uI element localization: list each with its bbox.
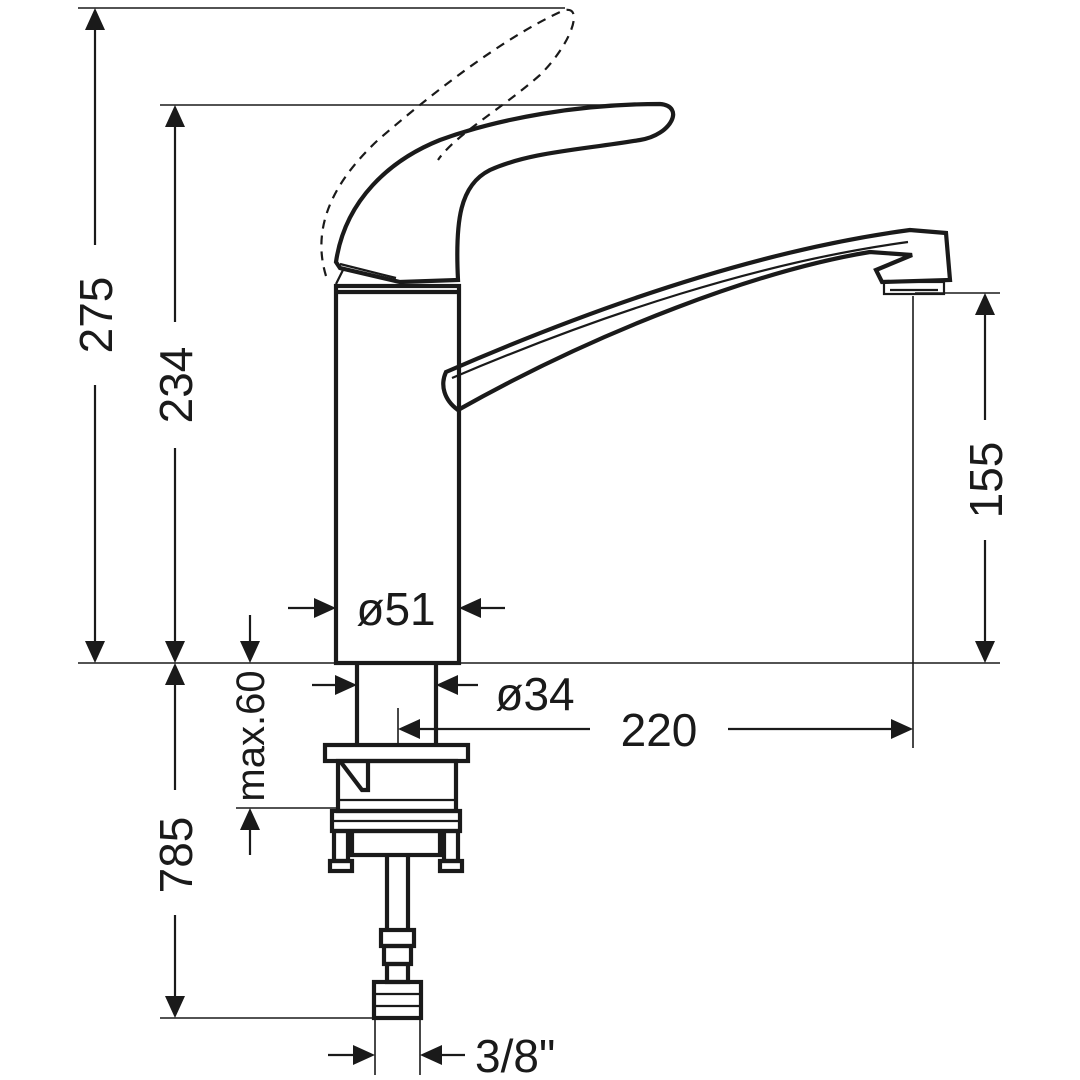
dimension-spout-clearance: 155: [960, 293, 1012, 663]
fixing-nut: [327, 808, 465, 874]
dimension-total-height: 275: [70, 8, 122, 663]
dimension-hose-length: 785: [150, 663, 202, 1018]
reference-lines: [78, 7, 1000, 1075]
aerator: [882, 280, 946, 296]
supply-hose: [371, 855, 424, 1021]
body-cylinder: [333, 283, 462, 666]
dimension-max-deck-thickness: max.60: [229, 615, 273, 855]
spout: [441, 227, 953, 413]
dimension-spout-reach: 220: [397, 704, 913, 756]
handle-lever: [333, 101, 676, 285]
dimension-body-diameter: ø51: [288, 583, 505, 635]
dimension-shank-diameter: ø34: [312, 668, 575, 720]
total-height-label: 275: [70, 277, 122, 354]
max-deck-thickness-label: max.60: [229, 670, 273, 801]
spout-reach-label: 220: [621, 704, 698, 756]
handle-raised-dashed: [320, 8, 575, 277]
shank: [354, 663, 439, 745]
shank-diameter-label: ø34: [495, 668, 574, 720]
handle-height-label: 234: [150, 347, 202, 424]
faucet-body: [333, 283, 462, 666]
mounting-plate: [322, 742, 471, 814]
connection-thread-label: 3/8": [475, 1030, 555, 1080]
spout-clearance-label: 155: [960, 442, 1012, 519]
hose-nut: [371, 979, 424, 1021]
dimension-handle-height: 234: [150, 105, 202, 663]
handle-base-wedge: [335, 262, 397, 285]
dimension-connection-thread: 3/8": [328, 1030, 555, 1080]
hose-length-label: 785: [150, 817, 202, 894]
body-diameter-label: ø51: [356, 583, 435, 635]
